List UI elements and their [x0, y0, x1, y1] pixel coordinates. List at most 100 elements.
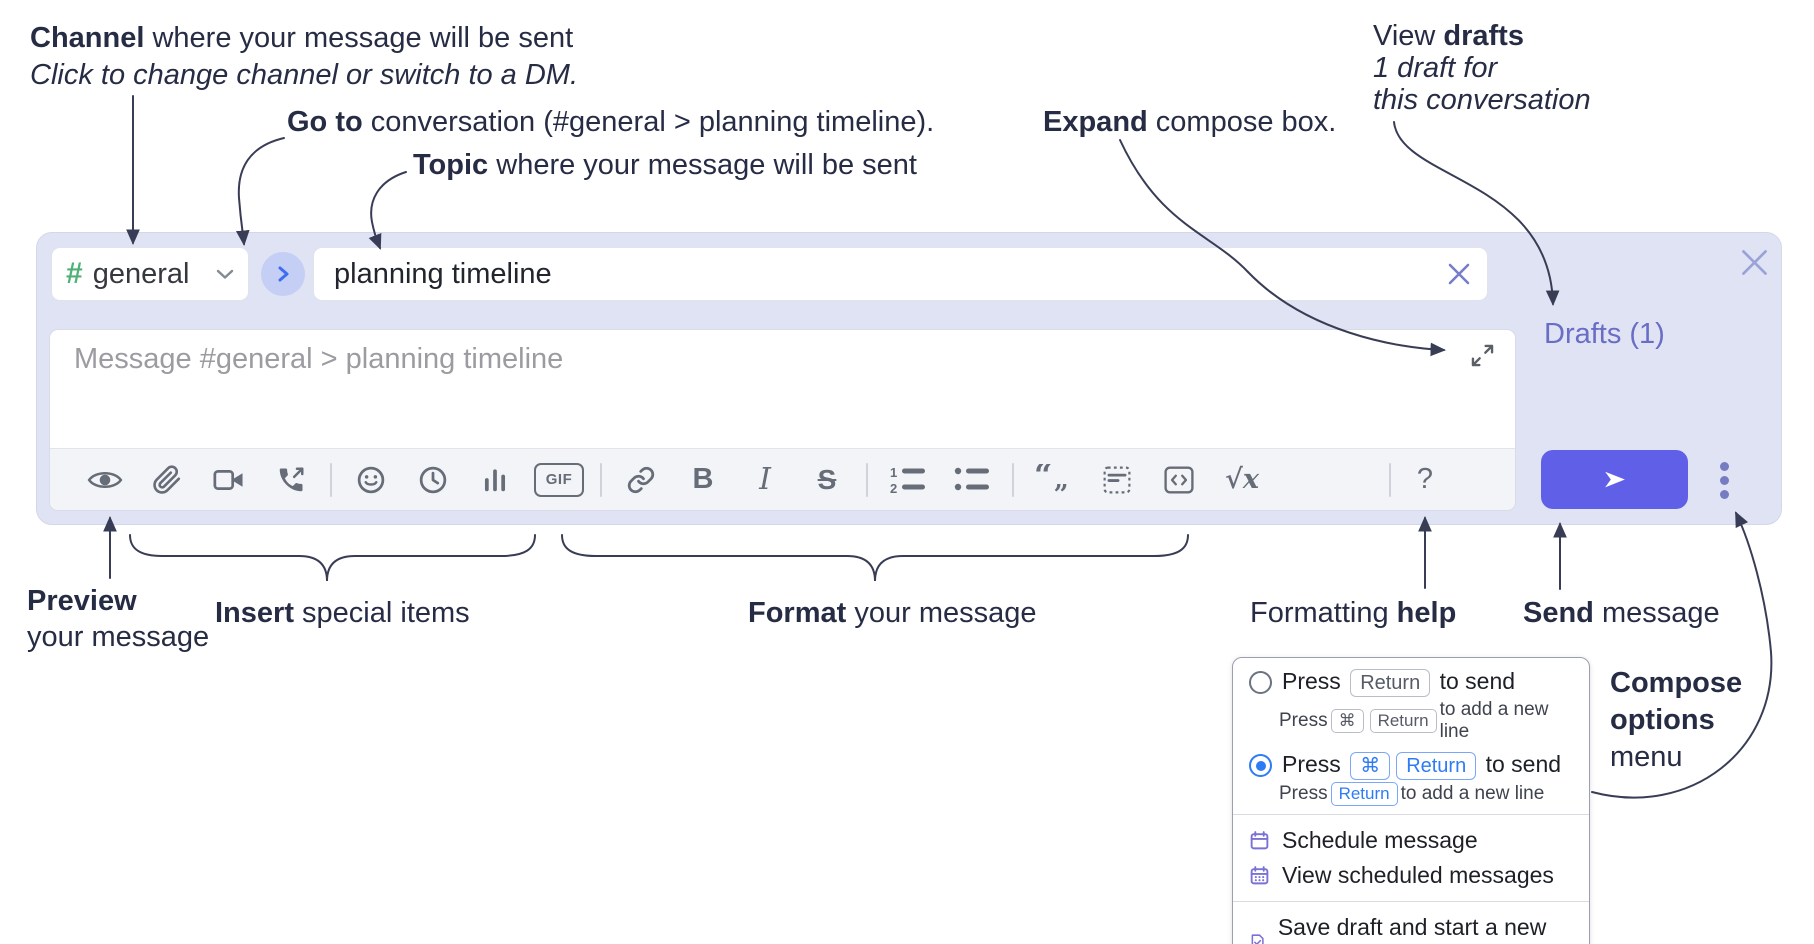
- key-cmd: ⌘: [1350, 752, 1391, 780]
- bulleted-list-icon: [954, 467, 989, 490]
- channel-name: general: [92, 257, 190, 290]
- global-time-button[interactable]: [402, 449, 464, 511]
- save-draft-item[interactable]: Save draft and start a new message: [1249, 910, 1573, 944]
- annotation-insert-rest: special items: [293, 597, 470, 629]
- annotation-goto-rest: conversation (#general > planning timeli…: [362, 106, 935, 138]
- toolbar-divider: [866, 462, 868, 497]
- clock-icon: [419, 466, 447, 493]
- gif-icon: GIF: [534, 462, 584, 497]
- annotation-insert-bold: Insert: [215, 597, 294, 629]
- emoji-button[interactable]: [340, 449, 402, 511]
- bar-chart-icon: [484, 468, 506, 491]
- close-icon: [1448, 263, 1470, 285]
- gif-button[interactable]: GIF: [526, 449, 592, 511]
- vertical-dots-icon: [1719, 461, 1729, 471]
- topic-input[interactable]: [314, 257, 1439, 291]
- annotation-insert: Insert special items: [215, 595, 470, 632]
- expand-compose-button[interactable]: [1465, 338, 1499, 372]
- poll-button[interactable]: [464, 449, 526, 511]
- preview-button[interactable]: [74, 449, 136, 511]
- annotation-format: Format your message: [748, 595, 1037, 632]
- annotation-preview: Preview your message: [27, 583, 209, 655]
- annotation-topic-bold: Topic: [413, 149, 489, 181]
- voice-call-button[interactable]: [260, 449, 322, 511]
- schedule-message-label: Schedule message: [1282, 827, 1478, 853]
- paperclip-icon: [153, 464, 181, 494]
- toolbar-divider: [1389, 462, 1391, 497]
- annotation-view-drafts-line1: View drafts: [1373, 20, 1591, 52]
- smiley-icon: [357, 466, 385, 493]
- radio-selected-icon[interactable]: [1249, 754, 1272, 777]
- bulleted-list-button[interactable]: [940, 449, 1004, 511]
- option-return-to-send[interactable]: Press Return to send: [1249, 668, 1573, 697]
- key-return: Return: [1350, 669, 1431, 697]
- calendar-grid-icon: [1250, 866, 1269, 885]
- close-compose-button[interactable]: [1737, 245, 1771, 279]
- annotation-send: Send message: [1523, 595, 1720, 632]
- chevron-right-icon: [278, 266, 289, 282]
- attach-file-button[interactable]: [136, 449, 198, 511]
- popup-divider: [1233, 901, 1589, 902]
- annotation-topic: Topic where your message will be sent: [413, 147, 917, 184]
- close-icon: [1741, 249, 1767, 275]
- draft-document-icon: [1251, 933, 1264, 944]
- strikethrough-button[interactable]: S: [796, 449, 858, 511]
- annotation-view-drafts-bold: drafts: [1443, 20, 1524, 52]
- annotation-goto: Go to conversation (#general > planning …: [287, 104, 934, 141]
- brace-insert: [129, 534, 536, 582]
- svg-text:„: „: [1054, 465, 1069, 495]
- numbered-list-button[interactable]: 1 2: [876, 449, 940, 511]
- option-cmd-return-to-send[interactable]: Press ⌘Return to send: [1249, 751, 1573, 780]
- channel-selector[interactable]: # general: [51, 247, 249, 301]
- drafts-link[interactable]: Drafts (1): [1544, 318, 1665, 350]
- spoiler-button[interactable]: [1086, 449, 1148, 511]
- question-mark-icon: ?: [1416, 463, 1434, 495]
- channel-hash-icon: #: [66, 257, 83, 290]
- toolbar-divider: [1012, 462, 1014, 497]
- link-icon: [627, 466, 655, 493]
- strikethrough-icon: S: [817, 463, 837, 495]
- math-button[interactable]: √x: [1210, 449, 1274, 511]
- bold-button[interactable]: B: [672, 449, 734, 511]
- quote-button[interactable]: “ „: [1022, 449, 1086, 511]
- annotation-formatting-help: Formatting help: [1250, 595, 1456, 632]
- view-scheduled-messages-item[interactable]: View scheduled messages: [1249, 858, 1573, 893]
- italic-icon: I: [759, 462, 771, 497]
- annotation-compose-options-line3: menu: [1610, 741, 1683, 773]
- annotation-view-drafts-line3: this conversation: [1373, 84, 1591, 116]
- radio-unselected-icon[interactable]: [1249, 671, 1272, 694]
- topic-clear-button[interactable]: [1439, 254, 1479, 294]
- code-button[interactable]: [1148, 449, 1210, 511]
- annotation-send-rest: message: [1593, 597, 1720, 629]
- link-button[interactable]: [610, 449, 672, 511]
- annotation-formatting-help-pre: Formatting: [1250, 597, 1397, 629]
- send-plane-icon: [1605, 471, 1625, 488]
- message-box: GIF B I S 1 2: [49, 329, 1516, 511]
- send-button[interactable]: [1541, 450, 1688, 509]
- expand-diagonal-icon: [1471, 344, 1493, 366]
- ol-number-2: 2: [890, 481, 897, 496]
- compose-options-popup: Press Return to send Press ⌘Return to ad…: [1232, 657, 1590, 944]
- compose-toolbar: GIF B I S 1 2: [50, 448, 1515, 510]
- option-cmd-return-subtext: Press Return to add a new line: [1279, 782, 1545, 806]
- go-to-conversation-button[interactable]: [261, 252, 305, 296]
- video-call-button[interactable]: [198, 449, 260, 511]
- option-return-label: Press Return to send: [1282, 668, 1515, 697]
- key-return: Return: [1396, 752, 1477, 780]
- annotation-channel-rest: where your message will be sent: [144, 22, 574, 54]
- annotation-expand: Expand compose box.: [1043, 104, 1336, 141]
- formatting-help-button[interactable]: ?: [1399, 449, 1451, 511]
- message-input[interactable]: [50, 330, 1515, 446]
- italic-button[interactable]: I: [734, 449, 796, 511]
- schedule-message-item[interactable]: Schedule message: [1249, 823, 1573, 858]
- key-cmd: ⌘: [1330, 709, 1364, 733]
- compose-box: # general Drafts (1): [36, 232, 1782, 525]
- toolbar-divider: [600, 462, 602, 497]
- bold-icon: B: [692, 463, 714, 495]
- code-icon: [1164, 466, 1194, 493]
- quote-icon: “ „: [1034, 464, 1069, 495]
- annotation-preview-line2: your message: [27, 621, 210, 653]
- compose-options-menu-button[interactable]: [1703, 455, 1745, 505]
- annotation-channel-line1: Channel where your message will be sent: [30, 20, 578, 57]
- annotation-topic-rest: where your message will be sent: [488, 149, 917, 181]
